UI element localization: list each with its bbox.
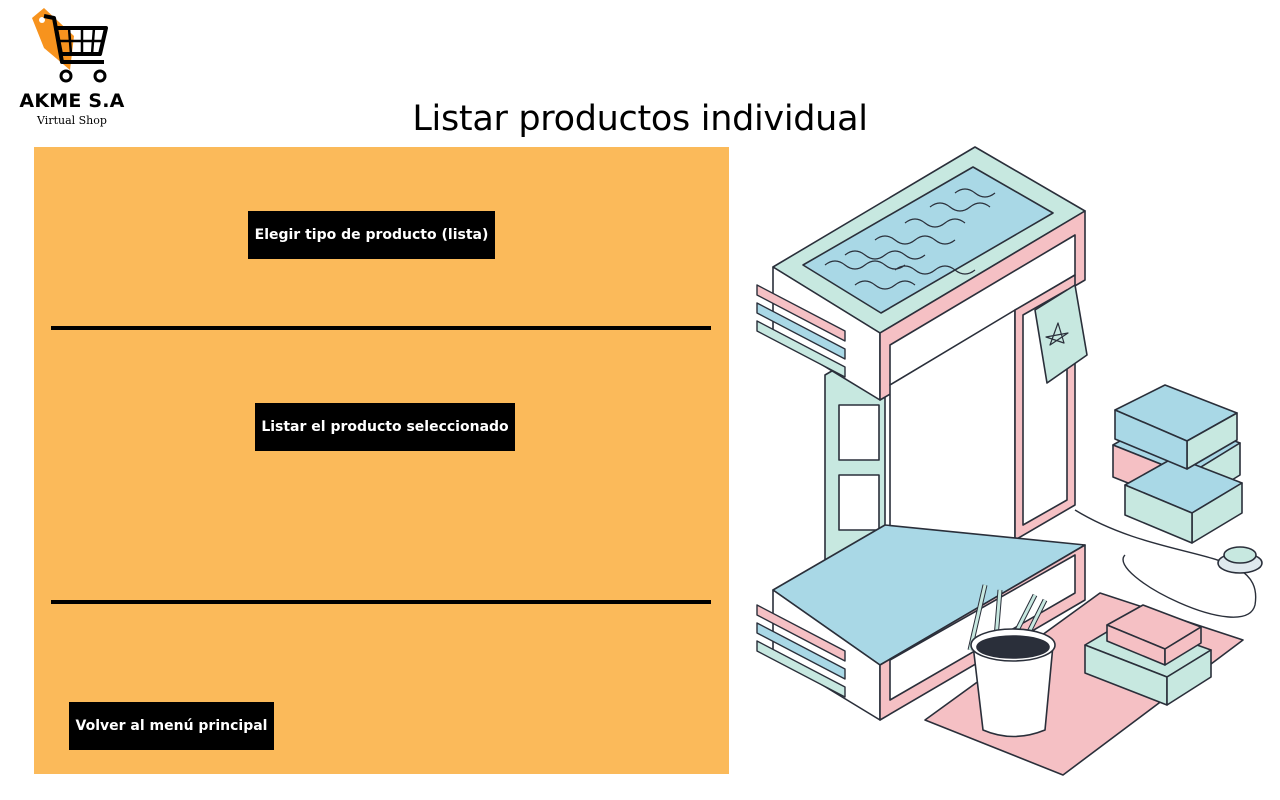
divider-bottom bbox=[51, 600, 711, 604]
logo-name: AKME S.A bbox=[19, 90, 125, 112]
back-main-menu-button[interactable]: Volver al menú principal bbox=[69, 702, 274, 750]
list-selected-product-button[interactable]: Listar el producto seleccionado bbox=[255, 403, 515, 451]
choose-product-type-button[interactable]: Elegir tipo de producto (lista) bbox=[248, 211, 495, 259]
shopping-cart-icon bbox=[32, 8, 108, 83]
options-panel: Elegir tipo de producto (lista) Listar e… bbox=[34, 147, 729, 774]
divider-top bbox=[51, 326, 711, 330]
company-logo: AKME S.A Virtual Shop bbox=[8, 6, 134, 130]
letter-i-desk-illustration bbox=[745, 145, 1275, 780]
logo-subtitle: Virtual Shop bbox=[37, 114, 107, 127]
page-title: Listar productos individual bbox=[412, 99, 868, 140]
